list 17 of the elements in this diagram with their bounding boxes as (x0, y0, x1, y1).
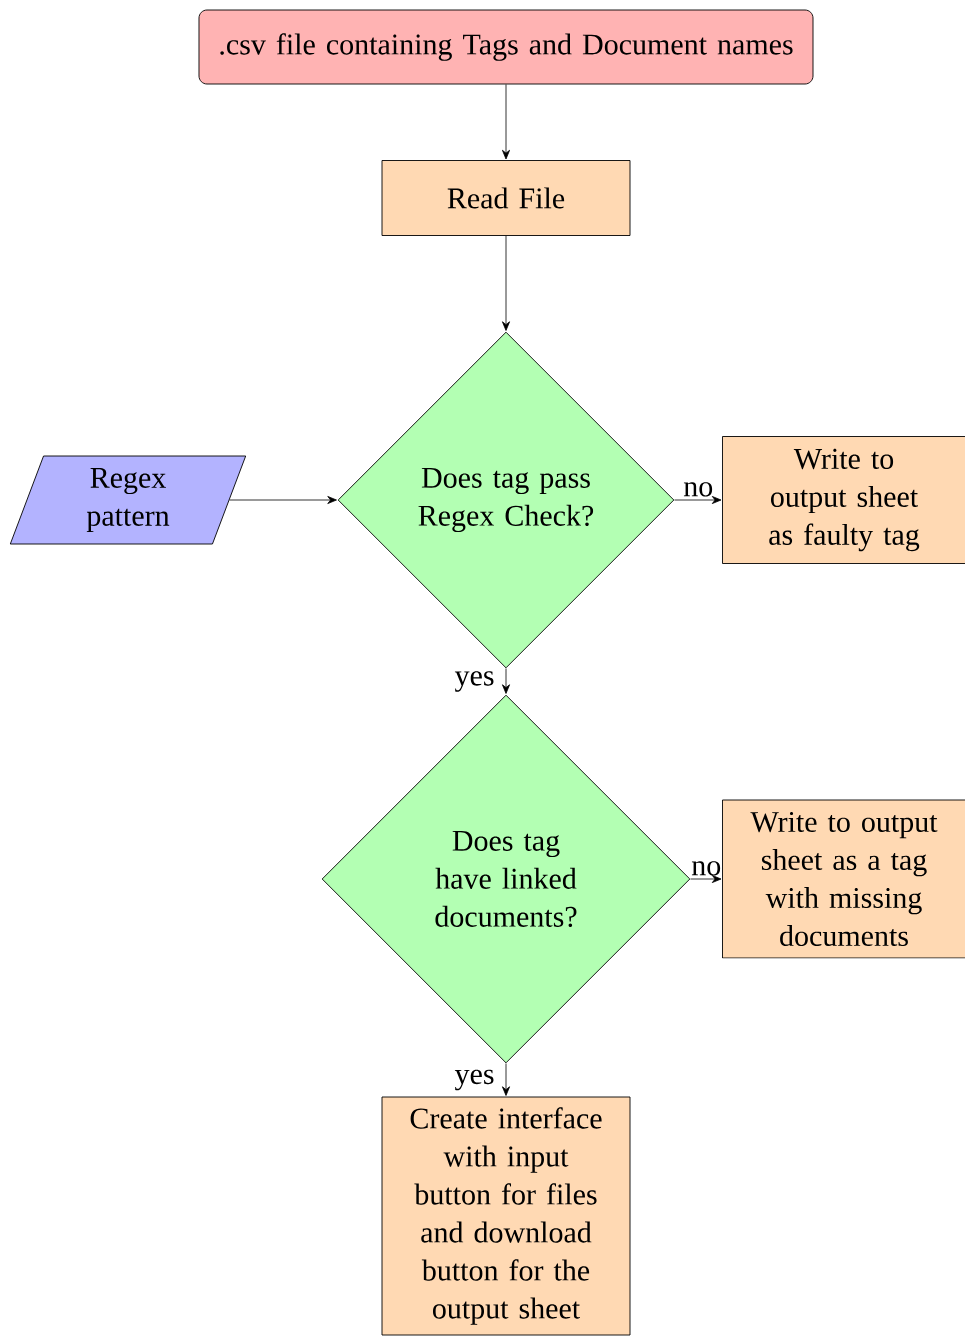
process-box: Read File (381, 160, 631, 236)
edge-label: yes (454, 671, 494, 692)
input-parallelogram: Regex pattern (9, 455, 247, 545)
start-box: .csv file containing Tags and Document names (198, 9, 814, 85)
edge-label: no (683, 482, 713, 497)
process-box: Create interface with input button for files and download button for the output sheet (381, 1096, 631, 1336)
arrow (229, 496, 337, 504)
process-box: Write to output sheet as a tag with missing documents (722, 799, 965, 959)
process-box: Write to output sheet as faulty tag (722, 436, 965, 564)
arrow (502, 84, 510, 160)
arrow (502, 235, 510, 331)
arrow (502, 668, 510, 694)
edge-label: no (691, 861, 721, 876)
edge-label: yes (454, 1069, 494, 1091)
arrow (502, 1063, 510, 1096)
arrow (690, 875, 722, 883)
arrow (674, 496, 722, 504)
